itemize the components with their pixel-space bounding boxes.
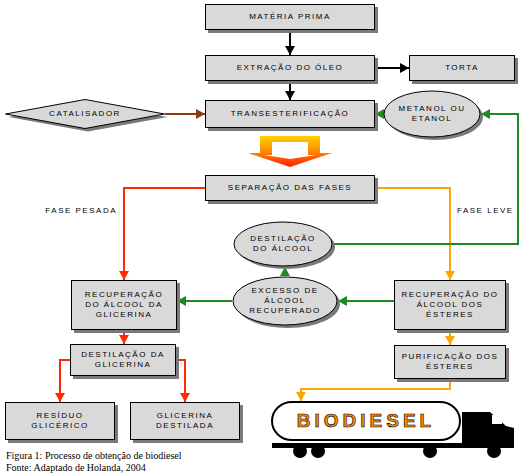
node-label: RESÍDUO GLICÉRICO bbox=[6, 411, 114, 431]
node-label: DESTILAÇÃO DO ÁLCOOL bbox=[233, 234, 333, 254]
process-box: PURIFICAÇÃO DOS ÉSTERES bbox=[394, 345, 506, 379]
flow-arrow bbox=[123, 330, 125, 344]
truck-cab bbox=[462, 412, 514, 446]
truck-chassis bbox=[272, 443, 514, 448]
process-ellipse: DESTILAÇÃO DO ÁLCOOL bbox=[233, 221, 333, 267]
process-box: DESTILAÇÃO DA GLICERINA bbox=[70, 344, 176, 376]
process-box: SEPARAÇÃO DAS FASES bbox=[205, 175, 375, 201]
flow-arrow bbox=[289, 81, 291, 100]
input-diamond: CATALISADOR bbox=[5, 99, 165, 129]
flow-arrow bbox=[177, 300, 232, 302]
node-label: METANOL OU ETANOL bbox=[383, 104, 481, 124]
node-label: RECUPERAÇÃO DO ÁLCOOL DOS ÉSTERES bbox=[395, 290, 505, 320]
output-box: TORTA bbox=[409, 55, 515, 81]
product-label: BIODIESEL bbox=[289, 410, 443, 432]
flow-arrow bbox=[124, 188, 205, 280]
truck-wheel bbox=[487, 444, 501, 458]
ellipse-outline bbox=[233, 277, 337, 325]
flow-arrow bbox=[375, 188, 450, 280]
node-label: MATÉRIA PRIMA bbox=[245, 12, 335, 22]
phase-label: FASE PESADA bbox=[44, 206, 118, 215]
reaction-arrow-core bbox=[264, 142, 316, 159]
flow-arrow bbox=[165, 113, 205, 115]
flow-arrow bbox=[301, 379, 450, 401]
node-label: SEPARAÇÃO DAS FASES bbox=[224, 183, 356, 193]
flow-arrow bbox=[375, 67, 409, 69]
phase-label: FASE LEVE bbox=[456, 206, 515, 215]
node-label: GLICERINA DESTILADA bbox=[131, 411, 239, 431]
node-label: CATALISADOR bbox=[41, 109, 129, 119]
node-label: DESTILAÇÃO DA GLICERINA bbox=[71, 350, 175, 370]
flow-arrow bbox=[375, 113, 383, 115]
tank-outline bbox=[272, 402, 460, 440]
flow-arrow bbox=[60, 360, 70, 402]
ellipse-outline bbox=[384, 91, 480, 137]
ellipse-outline bbox=[234, 222, 332, 266]
flow-arrow bbox=[176, 360, 185, 402]
process-box: TRANSESTERIFICAÇÃO bbox=[205, 100, 375, 128]
process-box: MATÉRIA PRIMA bbox=[205, 4, 375, 30]
tank-shape: BIODIESEL bbox=[271, 401, 461, 441]
node-label: TRANSESTERIFICAÇÃO bbox=[227, 109, 354, 119]
process-ellipse: EXCESSO DE ÁLCOOL RECUPERADO bbox=[232, 276, 338, 326]
diamond-outline bbox=[6, 100, 165, 129]
figure-caption: Figura 1: Processo de obtenção de biodie… bbox=[6, 450, 182, 462]
truck-wheel bbox=[423, 444, 437, 458]
truck-wheel bbox=[311, 444, 325, 458]
output-box: RESÍDUO GLICÉRICO bbox=[5, 402, 115, 440]
node-label: EXTRAÇÃO DO ÓLEO bbox=[233, 63, 348, 73]
node-label: EXCESSO DE ÁLCOOL RECUPERADO bbox=[232, 286, 338, 316]
process-box: RECUPERAÇÃO DO ÁLCOOL DOS ÉSTERES bbox=[394, 280, 506, 330]
flow-arrow bbox=[449, 330, 451, 345]
truck-wheel bbox=[293, 444, 307, 458]
node-label: TORTA bbox=[441, 63, 483, 73]
node-label: PURIFICAÇÃO DOS ÉSTERES bbox=[395, 352, 505, 372]
truck-window bbox=[492, 415, 502, 424]
process-box: RECUPERAÇÃO DO ÁLCOOL DA GLICERINA bbox=[71, 280, 177, 330]
output-box: GLICERINA DESTILADA bbox=[130, 402, 240, 440]
process-box: EXTRAÇÃO DO ÓLEO bbox=[205, 55, 375, 81]
reaction-arrow bbox=[248, 136, 332, 167]
node-label: RECUPERAÇÃO DO ÁLCOOL DA GLICERINA bbox=[72, 290, 176, 320]
input-ellipse: METANOL OU ETANOL bbox=[383, 90, 481, 138]
flow-arrow bbox=[289, 30, 291, 55]
source-note: Fonte: Adaptado de Holanda, 2004 bbox=[6, 462, 146, 474]
flow-arrow bbox=[338, 300, 394, 302]
